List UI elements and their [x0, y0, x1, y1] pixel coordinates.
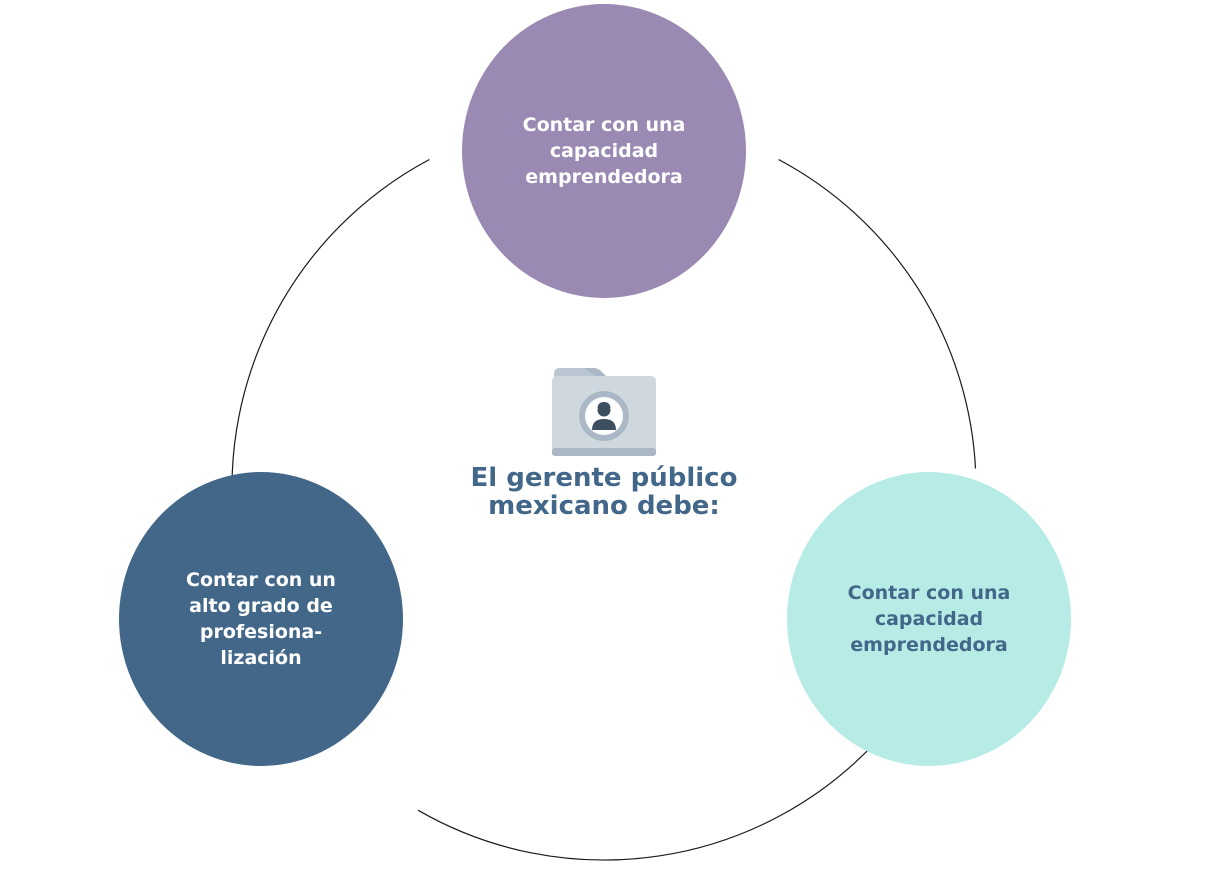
center-title: El gerente público mexicano debe:	[404, 464, 804, 520]
node-left-line-1: Contar con un	[186, 569, 336, 591]
node-right-line-2: capacidad	[874, 608, 984, 630]
node-left-line-2: alto grado de	[189, 595, 333, 617]
node-right-line-1: Contar con una	[847, 582, 1011, 604]
node-professionalization-left: Contar con un alto grado de profesiona- …	[119, 472, 403, 766]
node-top-line-2: capacidad	[549, 140, 659, 162]
center-title-line-1: El gerente público	[470, 463, 738, 493]
node-left-line-4: lización	[220, 647, 302, 669]
node-top-line-1: Contar con una	[522, 114, 686, 136]
node-right-line-3: emprendedora	[850, 634, 1008, 656]
center-title-line-2: mexicano debe:	[488, 491, 720, 521]
node-top-line-3: emprendedora	[525, 166, 683, 188]
node-left-line-3: profesiona-	[199, 621, 323, 643]
user-folder-icon	[552, 368, 656, 456]
node-entrepreneurial-capacity-top: Contar con una capacidad emprendedora	[462, 4, 746, 298]
node-entrepreneurial-capacity-right: Contar con una capacidad emprendedora	[787, 472, 1071, 766]
